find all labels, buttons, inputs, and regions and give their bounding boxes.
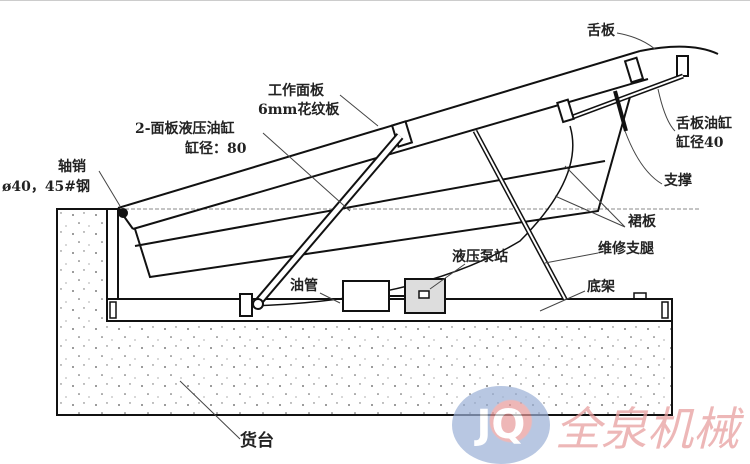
- label-tongue-plate: 舌板: [587, 23, 615, 39]
- label-pivot-pin-spec: ø40，45#钢: [2, 179, 91, 195]
- watermark-text: 全泉机械: [555, 402, 739, 456]
- rear-post: [106, 208, 119, 300]
- label-work-panel: 工作面板: [268, 83, 324, 99]
- label-tongue-cylinder: 舌板油缸: [676, 116, 732, 132]
- label-dock: 货台: [240, 431, 274, 451]
- label-base-frame: 底架: [587, 279, 615, 295]
- label-skirt: 裙板: [628, 214, 656, 230]
- support-bar: [613, 90, 628, 132]
- label-pivot-pin: 轴销: [58, 159, 86, 175]
- pump-tank: [342, 280, 390, 312]
- tongue-plate: [639, 45, 719, 55]
- deck-top: [117, 50, 641, 209]
- label-panel-cylinder-bore: 缸径：80: [185, 141, 247, 157]
- watermark-logo: JQ: [452, 386, 550, 464]
- label-support: 支撑: [664, 173, 692, 189]
- label-work-panel-spec: 6mm花纹板: [258, 102, 340, 118]
- skirt: [134, 96, 631, 279]
- label-maintenance-leg: 维修支腿: [598, 241, 654, 257]
- label-panel-cylinder: 2-面板液压油缸: [135, 121, 235, 137]
- label-oil-pipe: 油管: [290, 278, 318, 294]
- skirt-mid: [134, 160, 606, 247]
- label-tongue-cylinder-bore: 缸径40: [676, 135, 724, 151]
- label-pump-station: 液压泵站: [452, 249, 508, 265]
- watermark-logo-text: JQ: [476, 402, 526, 448]
